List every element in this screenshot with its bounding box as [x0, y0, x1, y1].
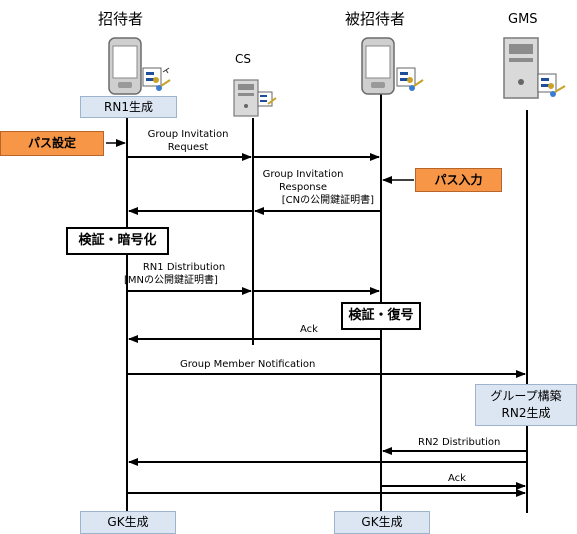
inviter-phone-icon: [109, 38, 141, 94]
msg-group-invitation-request: Group Invitation Request: [146, 128, 230, 154]
actor-invitee: 被招待者: [345, 8, 405, 29]
actor-inviter: 招待者: [98, 8, 143, 29]
msg-ack-2: Ack: [448, 472, 466, 485]
msg-rn1-line-2: [MNの公開鍵証明書]: [124, 274, 244, 287]
msg-group-member-notification: Group Member Notification: [180, 358, 315, 371]
path-setting-box: パス設定: [0, 131, 104, 156]
gms-cert-key-icon: [538, 74, 565, 97]
verify-decrypt-box: 検証・復号: [341, 302, 421, 330]
cs-cert-key-icon: [258, 92, 276, 106]
msg-response-line-3: [CNの公開鍵証明書]: [232, 194, 374, 207]
inviter-cert-key-icon: [143, 68, 170, 91]
msg-request-line-1: Group Invitation: [146, 128, 230, 141]
msg-ack-1: Ack: [300, 323, 318, 336]
actor-gms: GMS: [508, 12, 538, 27]
msg-rn2-distribution: RN2 Distribution: [418, 436, 500, 449]
msg-response-line-1: Group Invitation: [232, 168, 374, 181]
gms-server-icon: [504, 38, 538, 98]
gk-gen-invitee-box: GK生成: [334, 511, 430, 534]
msg-response-line-2: Response: [232, 181, 374, 194]
group-build-box: グループ構築 RN2生成: [475, 384, 577, 426]
actor-cs: CS: [235, 52, 251, 66]
invitee-cert-key-icon: [397, 68, 423, 91]
msg-group-invitation-response: Group Invitation Response [CNの公開鍵証明書]: [232, 168, 374, 207]
rn1-gen-box: RN1生成: [80, 96, 177, 118]
verify-encrypt-box: 検証・暗号化: [66, 227, 169, 255]
group-build-line-1: グループ構築: [476, 388, 576, 405]
msg-request-line-2: Request: [146, 141, 230, 154]
msg-rn1-distribution: RN1 Distribution [MNの公開鍵証明書]: [124, 261, 244, 287]
group-build-line-2: RN2生成: [476, 405, 576, 422]
cs-server-icon: [234, 80, 258, 116]
invitee-phone-icon: [362, 38, 394, 94]
gk-gen-inviter-box: GK生成: [80, 511, 176, 534]
path-input-box: パス入力: [415, 168, 502, 192]
msg-rn1-line-1: RN1 Distribution: [124, 261, 244, 274]
